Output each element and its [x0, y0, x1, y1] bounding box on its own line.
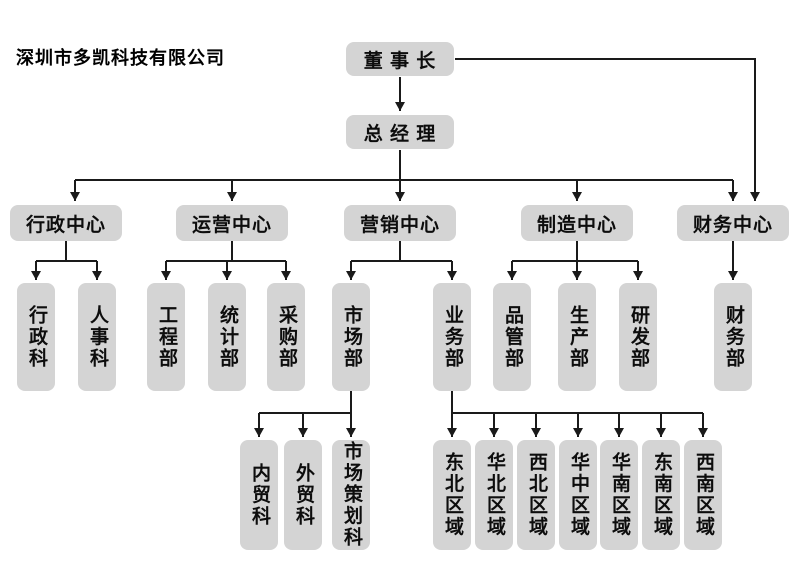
node-region-northwest: 西北区域 [517, 440, 555, 550]
node-business-dept: 业务部 [433, 283, 471, 391]
node-domestic-trade-section: 内贸科 [240, 440, 278, 550]
node-region-south: 华南区域 [600, 440, 638, 550]
node-region-northeast: 东北区域 [433, 440, 471, 550]
node-center-admin: 行政中心 [10, 205, 122, 241]
connector-operations-drop [166, 241, 286, 262]
connector-chairman-finance [455, 58, 760, 201]
company-name: 深圳市多凯科技有限公司 [16, 48, 225, 68]
node-admin-section: 行政科 [17, 283, 55, 391]
node-general-manager: 总 经 理 [346, 115, 454, 149]
node-hr-section: 人事科 [78, 283, 116, 391]
node-center-finance: 财务中心 [677, 205, 789, 241]
node-purchasing-dept: 采购部 [267, 283, 305, 391]
node-region-southeast: 东南区域 [642, 440, 680, 550]
node-center-marketing: 营销中心 [344, 205, 456, 241]
node-statistics-dept: 统计部 [208, 283, 246, 391]
connector-marketing-drop [351, 241, 452, 262]
connector-manufacturing-drop [512, 241, 638, 262]
node-rd-dept: 研发部 [619, 283, 657, 391]
node-center-operations: 运营中心 [176, 205, 288, 241]
node-center-manufacturing: 制造中心 [521, 205, 633, 241]
node-region-central: 华中区域 [559, 440, 597, 550]
connector-market-drop [259, 391, 352, 414]
node-region-southwest: 西南区域 [684, 440, 722, 550]
node-engineering-dept: 工程部 [147, 283, 185, 391]
connector-business-drop [451, 391, 703, 414]
node-chairman: 董 事 长 [346, 42, 454, 76]
node-region-north: 华北区域 [475, 440, 513, 550]
node-market-planning-section: 市场策划科 [332, 440, 370, 550]
node-market-dept: 市场部 [332, 283, 370, 391]
node-qc-dept: 品管部 [493, 283, 531, 391]
node-production-dept: 生产部 [558, 283, 596, 391]
node-finance-dept: 财务部 [714, 283, 752, 391]
node-foreign-trade-section: 外贸科 [284, 440, 322, 550]
connector-admin-drop [36, 241, 97, 262]
